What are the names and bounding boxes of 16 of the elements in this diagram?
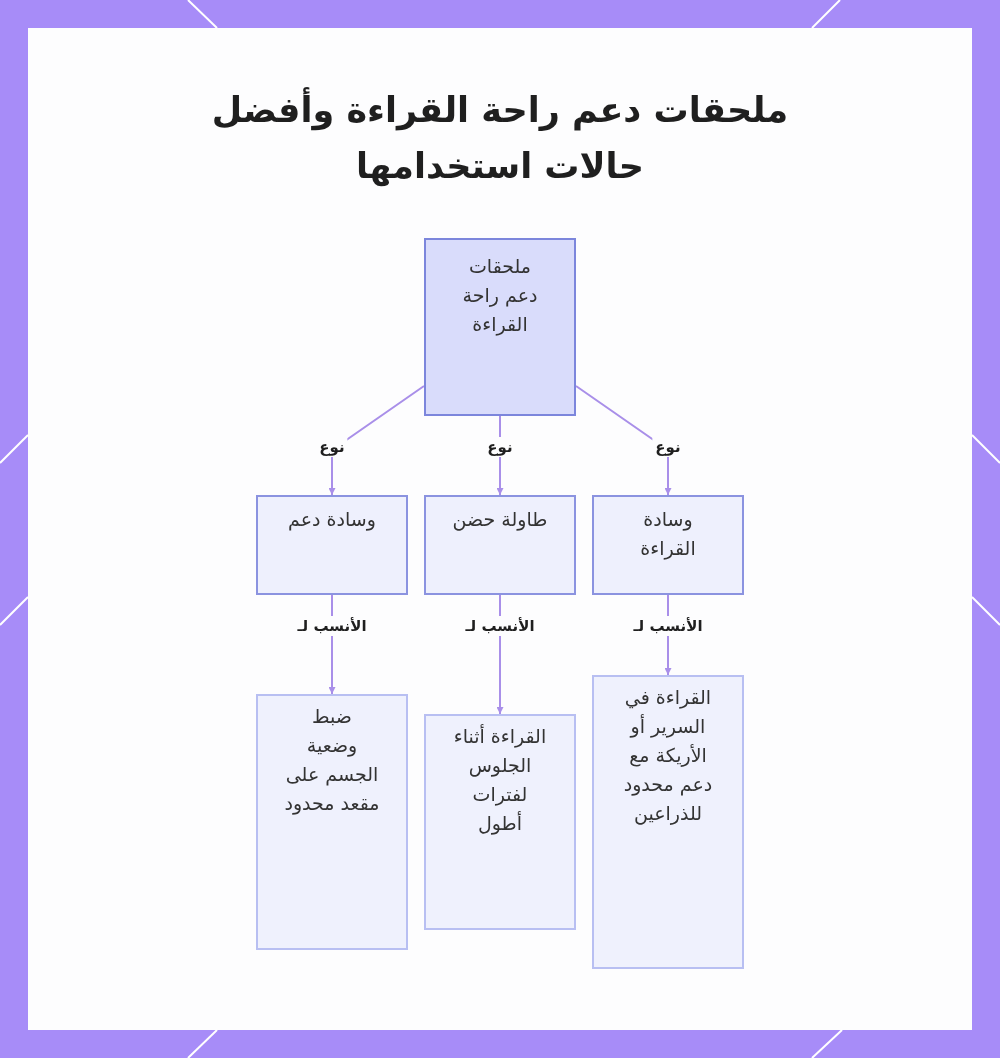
category-box <box>424 495 576 595</box>
node-text: ضبط وضعية الجسم على مقعد محدود <box>284 704 380 817</box>
node-text: القراءة أثناء الجلوس لفترات أطول <box>452 723 548 837</box>
node-text: وسادة دعم <box>288 507 376 533</box>
node-text: طاولة حضن <box>452 507 548 533</box>
node-text: القراءة في السرير أو الأريكة مع دعم محدود للذراعين <box>622 685 714 827</box>
diagram-title: ملحقات دعم راحة القراءة وأفضل حالات استخدامها <box>170 82 830 194</box>
category-box <box>592 495 744 595</box>
node-text: وسادة القراءة <box>639 507 697 562</box>
use-case-box <box>424 714 576 930</box>
node-text: ملحقات دعم راحة القراءة <box>461 254 539 338</box>
category-box <box>256 495 408 595</box>
root-box <box>424 238 576 416</box>
use-case-box <box>592 675 744 969</box>
connector-arrow <box>496 594 504 715</box>
use-case-box <box>256 694 408 950</box>
